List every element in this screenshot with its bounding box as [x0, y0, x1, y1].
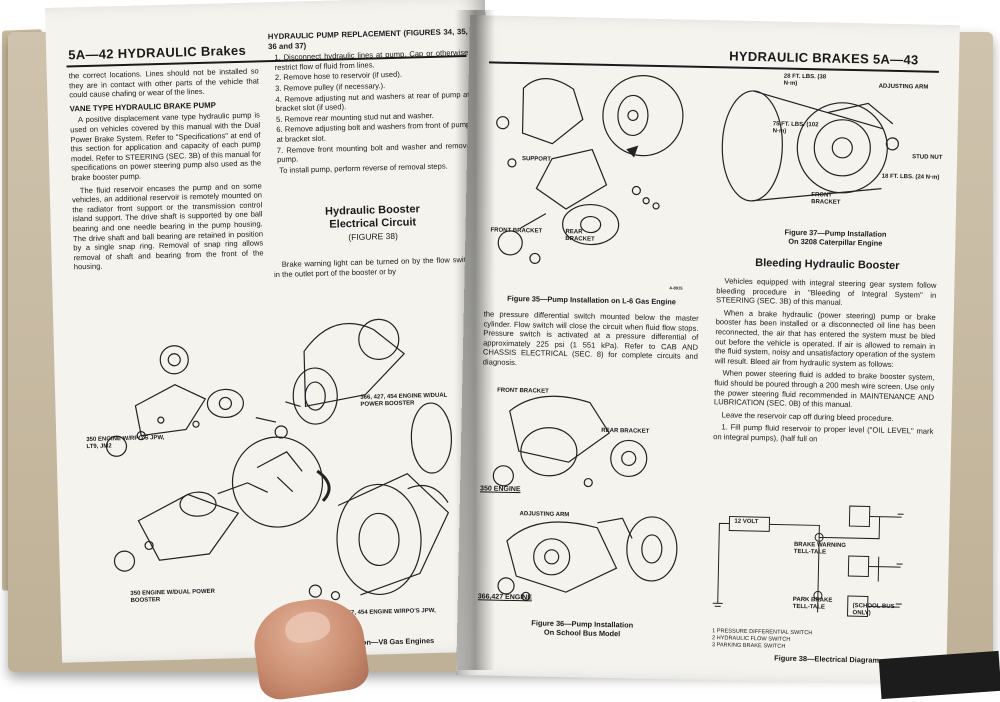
right-page: HYDRAULIC BRAKES 5A—43 SUPPORT FRONT BRA…	[456, 15, 960, 686]
pressure-switch-text: the pressure differential switch mounted…	[483, 309, 699, 374]
label-front-bracket-36: FRONT BRACKET	[497, 387, 549, 395]
label-adjusting-arm-36: ADJUSTING ARM	[519, 511, 570, 519]
bleed-paragraph-3: When power steering fluid is added to br…	[713, 368, 935, 410]
intro-paragraph: the correct locations. Lines should not …	[68, 66, 260, 100]
label-366-dual: 366, 427, 454 ENGINE W/DUAL POWER BOOSTE…	[360, 392, 448, 408]
label-front-bracket-35: FRONT BRACKET	[490, 227, 543, 235]
booster-circuit-title: Hydraulic Booster Electrical Circuit (FI…	[272, 202, 473, 246]
label-front-bracket-37: FRONT BRACKET	[811, 192, 841, 206]
right-page-header: HYDRAULIC BRAKES 5A—43	[729, 48, 919, 68]
table-edge	[878, 650, 1000, 700]
booster-text-block: Brake warning light can be turned on by …	[274, 255, 475, 282]
figure-38-drawing	[712, 505, 904, 617]
label-park-brake: PARK BRAKE TELL-TALE	[792, 596, 833, 611]
label-school-bus: (SCHOOL BUS ONLY)	[852, 603, 895, 617]
booster-paragraph: Brake warning light can be turned on by …	[273, 254, 474, 279]
bleed-paragraph-1: Vehicles equipped with integral steering…	[715, 276, 937, 308]
label-rear-bracket-36: REAR BRACKET	[601, 427, 650, 435]
label-350-engine: 350 ENGINE W/RPO'S JPW, LT9, JM2	[86, 435, 165, 451]
vane-paragraph-2: The fluid reservoir encases the pump and…	[71, 180, 264, 272]
left-page: 5A—42 HYDRAULIC Brakes the correct locat…	[45, 0, 502, 663]
vane-paragraph-1: A positive displacement vane type hydrau…	[70, 110, 262, 183]
label-brake-warning: BRAKE WARNING TELL-TALE	[793, 541, 847, 556]
figure-35-caption: Figure 35—Pump Installation on L-6 Gas E…	[507, 293, 677, 307]
left-column-1: the correct locations. Lines should not …	[69, 66, 264, 275]
pump-replacement-heading: HYDRAULIC PUMP REPLACEMENT (FIGURES 34, …	[267, 26, 468, 51]
bleed-paragraph-2: When a brake hydraulic (power steering) …	[714, 308, 936, 369]
bleed-paragraph-5: 1. Fill pump fluid reservoir to proper l…	[713, 422, 934, 444]
label-18-ftlbs: 18 FT. LBS. (24 N·m)	[881, 173, 940, 181]
label-adjusting-arm-37: ADJUSTING ARM	[878, 83, 929, 91]
book-spine-shadow	[455, 10, 495, 670]
figure-37-drawing	[721, 90, 899, 202]
label-75-ftlbs: 75 FT. LBS. (102 N·m)	[772, 121, 819, 135]
label-support: SUPPORT	[521, 156, 552, 163]
left-column-2: HYDRAULIC PUMP REPLACEMENT (FIGURES 34, …	[268, 27, 472, 178]
figure-34-drawing	[105, 318, 453, 601]
pressure-paragraph: the pressure differential switch mounted…	[482, 309, 699, 368]
figure-38-legend: 1 PRESSURE DIFFERENTIAL SWITCH 2 HYDRAUL…	[712, 628, 912, 653]
label-12-volt: 12 VOLT	[734, 518, 759, 526]
bleed-paragraph-4: Leave the reservoir cap off during bleed…	[721, 410, 894, 423]
figure-36-drawing	[492, 395, 678, 601]
label-28-ftlbs: 28 FT. LBS. (38 N·m)	[783, 73, 827, 87]
label-350-dual: 350 ENGINE W/DUAL POWER BOOSTER	[130, 588, 215, 604]
label-rear-bracket-35: REAR BRACKET	[565, 229, 595, 243]
left-page-header: 5A—42 HYDRAULIC Brakes	[68, 42, 247, 63]
bleeding-text-block: Vehicles equipped with integral steering…	[713, 276, 936, 449]
pump-steps-list: 1. Disconnect hydraulic lines at pump. C…	[268, 48, 471, 165]
figure-35-code: A-8915	[669, 285, 683, 291]
figure-37-caption: Figure 37—Pump Installation On 3208 Cate…	[735, 227, 935, 249]
label-stud-nut: STUD NUT	[912, 154, 943, 161]
figure-35-drawing	[496, 75, 684, 265]
bleeding-title: Bleeding Hydraulic Booster	[755, 257, 900, 273]
figure-36-caption: Figure 36—Pump Installation On School Bu…	[477, 617, 687, 639]
